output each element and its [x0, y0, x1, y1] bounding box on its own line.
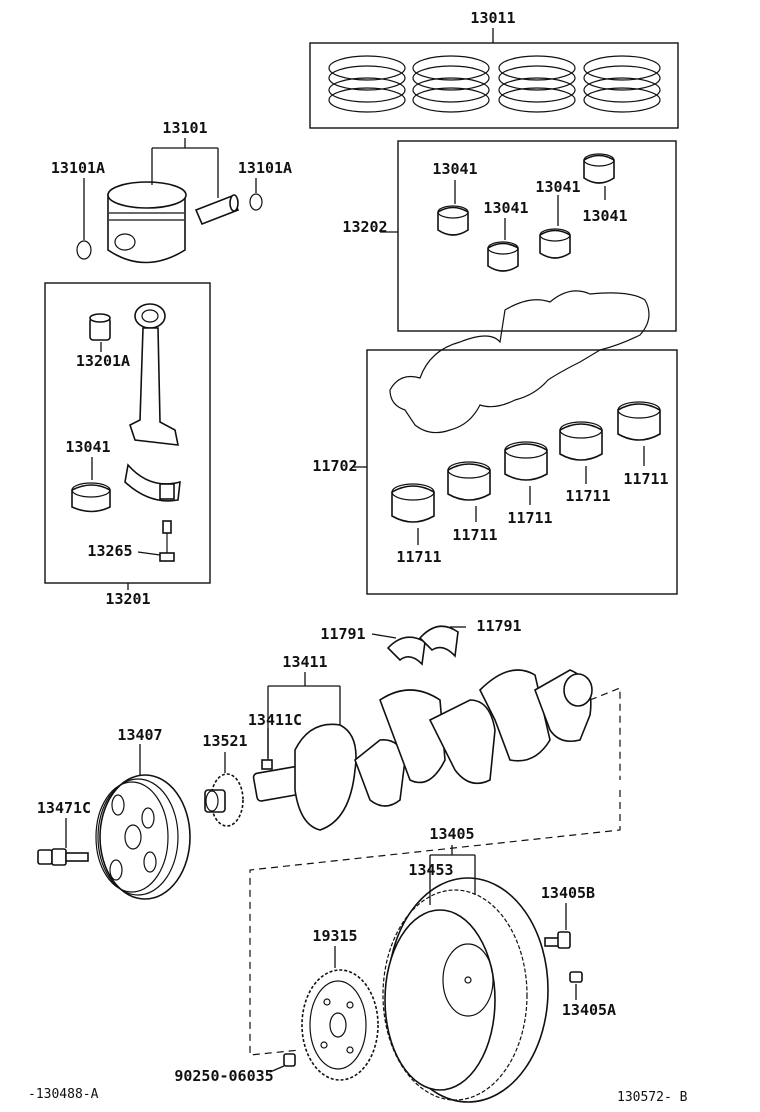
main-bearing-4[interactable] — [559, 421, 603, 461]
flywheel-pin[interactable] — [569, 971, 583, 983]
label-13405: 13405 — [429, 825, 474, 843]
bearing-13041-d[interactable] — [583, 153, 615, 184]
leader-13041-set — [454, 180, 606, 240]
label-13041-a: 13041 — [432, 160, 477, 178]
label-13407: 13407 — [117, 726, 162, 744]
snap-ring-right[interactable] — [249, 193, 263, 211]
label-13411c: 13411C — [248, 711, 302, 729]
crank-timing-gear[interactable] — [204, 773, 244, 827]
main-bearing-1[interactable] — [391, 483, 435, 523]
label-13011: 13011 — [470, 9, 515, 27]
main-bearing-3[interactable] — [504, 441, 548, 481]
leader-11711 — [417, 446, 645, 545]
label-11711-e: 11711 — [623, 470, 668, 488]
label-13041-b: 13041 — [483, 199, 528, 217]
label-13202: 13202 — [342, 218, 387, 236]
label-11791-left: 11791 — [320, 625, 365, 643]
label-19315: 19315 — [312, 927, 357, 945]
crankshaft[interactable] — [252, 669, 593, 831]
leader-rod — [91, 342, 161, 556]
label-13405a: 13405A — [562, 1001, 616, 1019]
label-11702: 11702 — [312, 457, 357, 475]
pulley-bolt[interactable] — [37, 848, 89, 866]
reference-code-left: -130488-A — [28, 1087, 99, 1102]
label-90250-06035: 90250-06035 — [174, 1067, 273, 1085]
thrust-washer-left[interactable] — [386, 636, 426, 666]
label-13041-rod: 13041 — [65, 438, 110, 456]
snap-ring-left[interactable] — [76, 240, 92, 260]
label-13453: 13453 — [408, 861, 453, 879]
knock-pin[interactable] — [283, 1053, 296, 1067]
leader-11791-left — [371, 633, 397, 639]
crankshaft-ghost-outline — [389, 290, 650, 434]
bearing-13041-a[interactable] — [437, 205, 469, 236]
label-13201a: 13201A — [76, 352, 130, 370]
rod-bearing[interactable] — [71, 482, 111, 513]
label-13041-c: 13041 — [535, 178, 580, 196]
label-13471c: 13471C — [37, 799, 91, 817]
label-11711-b: 11711 — [452, 526, 497, 544]
label-13201: 13201 — [105, 590, 150, 608]
piston-pin[interactable] — [194, 194, 240, 226]
label-11711-d: 11711 — [565, 487, 610, 505]
crankshaft-dashed-boundary — [589, 687, 621, 780]
rod-bolt[interactable] — [159, 520, 175, 562]
label-13101a-left: 13101A — [51, 159, 105, 177]
reference-code-right: 130572- B — [617, 1090, 688, 1105]
flywheel[interactable] — [382, 877, 549, 1103]
label-13405b: 13405B — [541, 884, 595, 902]
leader-90250 — [269, 1065, 285, 1073]
bearing-13041-c[interactable] — [539, 228, 571, 259]
label-13101: 13101 — [162, 119, 207, 137]
flywheel-bolt[interactable] — [544, 931, 571, 949]
label-13521: 13521 — [202, 732, 247, 750]
thrust-washer-right[interactable] — [418, 625, 459, 658]
leader-13101 — [83, 138, 257, 240]
crank-sensor-plate[interactable] — [301, 969, 379, 1081]
crank-pulley[interactable] — [95, 774, 191, 900]
flywheel-dashed-boundary — [249, 790, 621, 1056]
label-13101a-right: 13101A — [238, 159, 292, 177]
label-11711-c: 11711 — [507, 509, 552, 527]
main-bearing-5[interactable] — [617, 401, 661, 441]
connecting-rod-box — [44, 282, 211, 584]
main-bearing-box — [366, 349, 678, 595]
piston[interactable] — [107, 181, 187, 264]
label-11711-a: 11711 — [396, 548, 441, 566]
piston-ring-set[interactable] — [309, 28, 679, 129]
rod-bushing[interactable] — [89, 313, 111, 341]
rod-bearing-set-box — [397, 140, 677, 332]
label-13265: 13265 — [87, 542, 132, 560]
label-11791-right: 11791 — [476, 617, 521, 635]
connecting-rod[interactable] — [124, 303, 181, 502]
main-bearing-2[interactable] — [447, 461, 491, 501]
leader-13405 — [429, 845, 476, 905]
crankshaft-key[interactable] — [261, 759, 273, 770]
label-13411: 13411 — [282, 653, 327, 671]
label-13041-d: 13041 — [582, 207, 627, 225]
bearing-13041-b[interactable] — [487, 241, 519, 272]
